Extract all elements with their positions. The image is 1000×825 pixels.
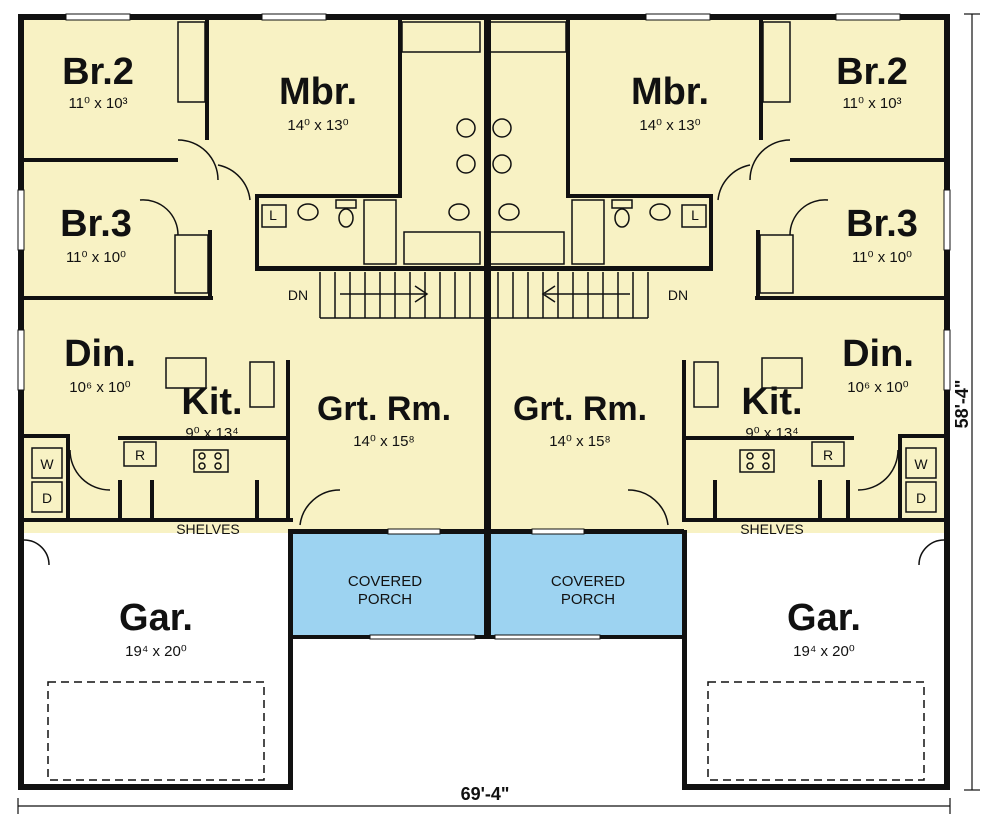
left-br3-name: Br.3 [60,203,132,245]
left-porch-floor [290,533,487,638]
left-br3-size: 11⁰ x 10⁰ [66,249,126,266]
left-porch-line2: PORCH [358,591,412,608]
right-br3-name: Br.3 [846,203,918,245]
right-gar-size: 19⁴ x 20⁰ [793,643,855,660]
left-kit-size: 9⁰ x 13⁴ [185,425,238,442]
left-mbr-name: Mbr. [279,71,357,113]
right-living-area [487,18,946,533]
right-washer-label: W [914,456,928,472]
right-labels: Br.2 11⁰ x 10³ Mbr. 14⁰ x 13⁰ Br.3 11⁰ x… [513,51,928,660]
left-shelves-label: SHELVES [176,521,240,537]
left-porch-line1: COVERED [348,573,422,590]
right-grt-name: Grt. Rm. [513,390,647,428]
left-fridge-label: R [135,447,145,463]
left-washer-label: W [40,456,54,472]
left-din-size: 10⁶ x 10⁰ [69,379,130,396]
dimension-lines [17,13,980,814]
right-mbr-name: Mbr. [631,71,709,113]
right-fixtures [487,21,945,781]
right-grt-size: 14⁰ x 15⁸ [549,433,611,450]
right-gar-name: Gar. [787,597,861,639]
left-dn-label: DN [288,287,308,303]
right-porch-line2: PORCH [561,591,615,608]
left-laundry-label: L [269,207,277,223]
right-mbr-size: 14⁰ x 13⁰ [639,117,700,134]
left-mbr-size: 14⁰ x 13⁰ [287,117,348,134]
left-din-name: Din. [64,333,136,375]
left-labels: Br.2 11⁰ x 10³ Mbr. 14⁰ x 13⁰ Br.3 11⁰ x… [40,51,451,660]
right-br3-size: 11⁰ x 10⁰ [852,249,912,266]
right-porch-floor [487,533,684,638]
left-grt-size: 14⁰ x 15⁸ [353,433,415,450]
right-garage-floor [684,533,946,788]
windows [17,13,951,640]
right-dryer-label: D [916,490,926,506]
right-kit-name: Kit. [741,381,802,423]
left-gar-size: 19⁴ x 20⁰ [125,643,187,660]
left-br2-name: Br.2 [62,51,134,93]
left-garage-floor [22,533,290,788]
left-br2-size: 11⁰ x 10³ [68,95,127,112]
overall-width-label: 69'-4" [461,784,510,804]
overall-depth-label: 58'-4" [952,380,972,429]
right-din-size: 10⁶ x 10⁰ [847,379,908,396]
right-fridge-label: R [823,447,833,463]
right-laundry-label: L [691,207,699,223]
left-fixtures [23,21,484,781]
floor-fills [22,18,946,788]
right-kit-size: 9⁰ x 13⁴ [745,425,798,442]
left-dryer-label: D [42,490,52,506]
left-gar-name: Gar. [119,597,193,639]
right-interior-walls [487,18,950,522]
right-din-name: Din. [842,333,914,375]
right-dn-label: DN [668,287,688,303]
exterior-walls [18,14,950,790]
right-shelves-label: SHELVES [740,521,804,537]
left-interior-walls [18,18,485,522]
right-porch-line1: COVERED [551,573,625,590]
right-br2-name: Br.2 [836,51,908,93]
left-grt-name: Grt. Rm. [317,390,451,428]
left-kit-name: Kit. [181,381,242,423]
right-br2-size: 11⁰ x 10³ [842,95,901,112]
